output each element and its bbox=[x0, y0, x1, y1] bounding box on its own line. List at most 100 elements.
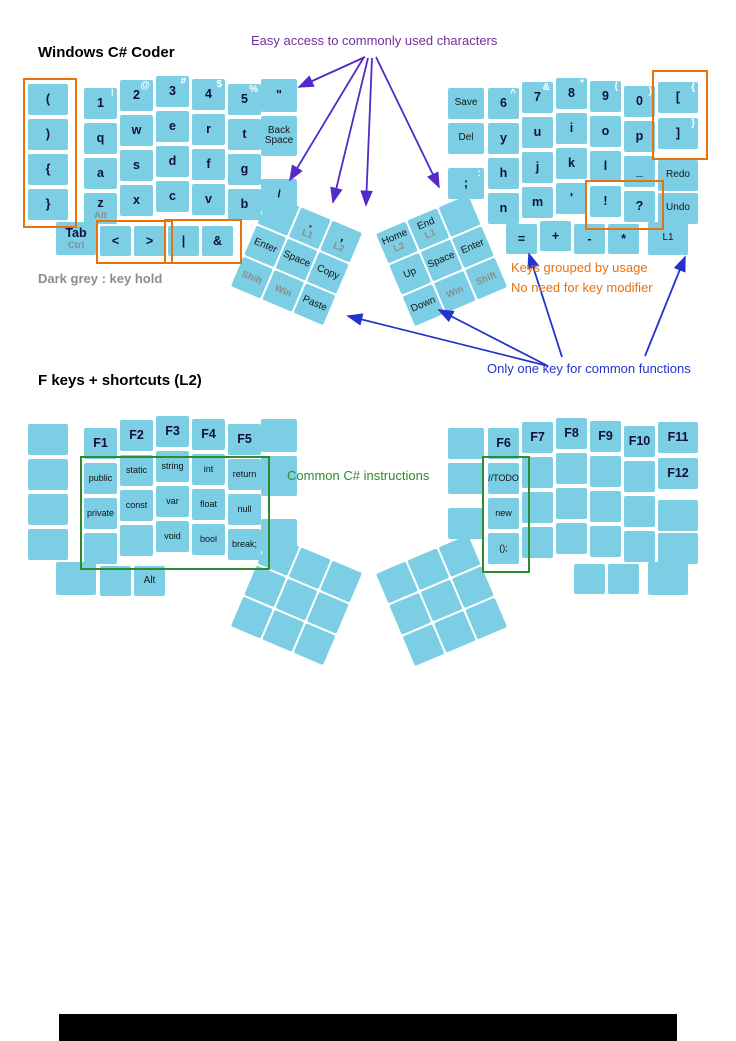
thumb-cluster-right-fn bbox=[376, 534, 508, 667]
key-label: return bbox=[232, 468, 257, 479]
key-label: r bbox=[206, 122, 211, 137]
shift-label: % bbox=[249, 84, 258, 95]
key-blank bbox=[28, 459, 68, 490]
key-label: h bbox=[499, 166, 508, 181]
key-redo: Redo bbox=[658, 160, 698, 191]
key-label: ! bbox=[603, 194, 608, 209]
key-g: g bbox=[228, 154, 261, 185]
key-exclamation: ! bbox=[590, 186, 621, 217]
key-f12: F12 bbox=[658, 458, 698, 489]
key-blank bbox=[28, 494, 68, 525]
key-label: Undo bbox=[666, 202, 690, 214]
key-label: x bbox=[133, 193, 140, 208]
shift-label: } bbox=[691, 118, 695, 129]
key-ampersand: & bbox=[202, 226, 233, 256]
key-blank bbox=[648, 562, 688, 595]
key-label: < bbox=[111, 233, 120, 248]
key-label: t bbox=[242, 127, 247, 142]
key-label: _ bbox=[636, 164, 643, 179]
key-label: 5 bbox=[241, 92, 248, 107]
key-apostrophe: ' bbox=[556, 183, 587, 214]
key-label: public bbox=[88, 472, 113, 483]
key-f6: F6 bbox=[488, 428, 519, 459]
key-label: F12 bbox=[667, 466, 689, 481]
key-blank bbox=[574, 564, 605, 594]
key-label: a bbox=[97, 166, 104, 181]
key-label: int bbox=[203, 463, 214, 474]
key-label: p bbox=[635, 129, 644, 144]
key-l: l bbox=[590, 151, 621, 182]
shift-label: # bbox=[180, 76, 186, 87]
key-o: o bbox=[590, 116, 621, 147]
key-p: p bbox=[624, 121, 655, 152]
key-blank bbox=[261, 419, 297, 452]
key-j: j bbox=[522, 152, 553, 183]
key-l1: L1 bbox=[648, 222, 688, 255]
key-label: ; bbox=[463, 176, 469, 191]
key-const: const bbox=[120, 490, 153, 521]
key-label: | bbox=[181, 233, 186, 248]
key-label: " bbox=[276, 88, 282, 103]
key-label: d bbox=[168, 154, 177, 169]
key-5: %5 bbox=[228, 84, 261, 115]
key-label: w bbox=[131, 123, 142, 138]
key-blank bbox=[590, 526, 621, 557]
footer-bar bbox=[59, 1014, 677, 1041]
key-label: k bbox=[568, 156, 575, 171]
key-float: float bbox=[192, 489, 225, 520]
shift-label: { bbox=[691, 82, 695, 93]
key-blank bbox=[261, 456, 297, 496]
key-1: !1 bbox=[84, 88, 117, 119]
key-label: F1 bbox=[93, 436, 108, 451]
key-label: 3 bbox=[169, 84, 176, 99]
key-label: F5 bbox=[237, 432, 252, 447]
key-f7: F7 bbox=[522, 422, 553, 453]
key-new: new bbox=[488, 498, 519, 529]
key-label: , bbox=[338, 229, 348, 244]
key-label: u bbox=[533, 125, 542, 140]
key-label: b bbox=[240, 197, 249, 212]
layer1-title: Windows C# Coder bbox=[38, 44, 175, 61]
shift-label: $ bbox=[216, 79, 222, 90]
key-label: o bbox=[601, 124, 610, 139]
key-v: v bbox=[192, 184, 225, 215]
key-label: Alt bbox=[143, 574, 156, 586]
key-label: F10 bbox=[628, 434, 651, 449]
key-label: 1 bbox=[97, 96, 104, 111]
key-void: void bbox=[156, 521, 189, 552]
key-label: } bbox=[45, 197, 51, 212]
hold-label: Shift bbox=[239, 268, 264, 287]
key-label: f bbox=[206, 157, 211, 172]
key-label: float bbox=[199, 498, 217, 509]
key-label: & bbox=[212, 233, 223, 248]
key-pipe: | bbox=[168, 226, 199, 256]
key-q: q bbox=[84, 123, 117, 154]
key-label: Enter bbox=[252, 235, 279, 256]
key-label: y bbox=[500, 131, 507, 146]
key-label: Space bbox=[426, 249, 457, 271]
key-label: Space bbox=[281, 248, 312, 270]
hold-label: Win bbox=[272, 282, 294, 300]
hold-label: L2 bbox=[331, 240, 346, 255]
key-todo-comment: //TODO bbox=[488, 463, 519, 494]
key-f9: F9 bbox=[590, 421, 621, 452]
key-label: 4 bbox=[205, 87, 212, 102]
hold-label: Ctrl bbox=[67, 239, 85, 251]
key-label: q bbox=[96, 131, 105, 146]
key-label: c bbox=[169, 189, 176, 204]
key-label: s bbox=[133, 158, 140, 173]
key-6: ^6 bbox=[488, 88, 519, 119]
key-brace-open: { bbox=[28, 154, 68, 185]
key-label: string bbox=[161, 460, 184, 471]
key-a: a bbox=[84, 158, 117, 189]
key-call-parens: (); bbox=[488, 533, 519, 564]
hold-label: L2 bbox=[391, 240, 407, 255]
key-label: null bbox=[237, 503, 252, 514]
key-m: m bbox=[522, 187, 553, 218]
key-blank bbox=[28, 529, 68, 560]
key-7: &7 bbox=[522, 82, 553, 113]
